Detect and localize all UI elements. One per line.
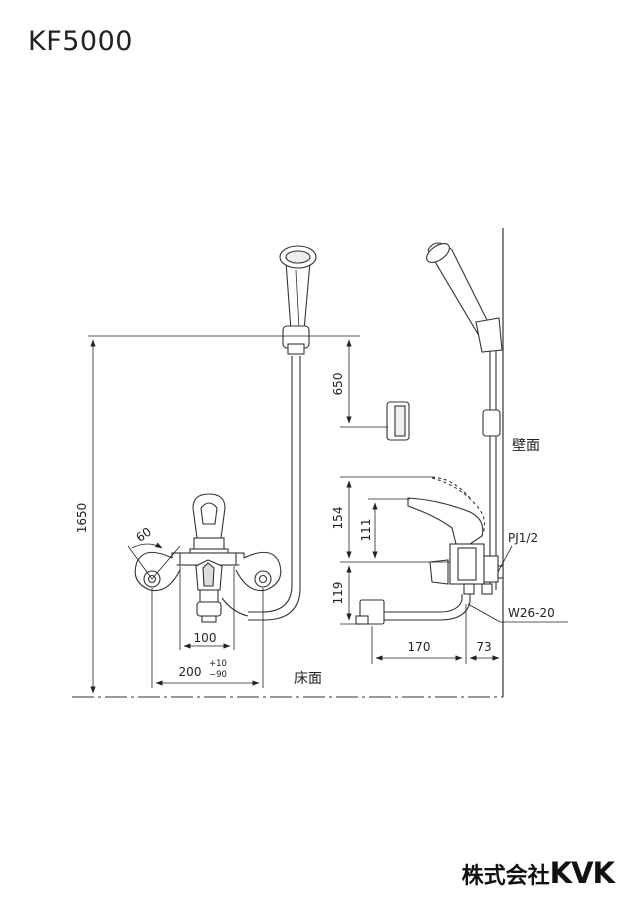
dimension-lines xyxy=(88,335,568,694)
outlet-thread-label: W26-20 xyxy=(508,606,555,620)
wall-label: 壁面 xyxy=(512,438,540,454)
dim-100: 100 xyxy=(194,631,217,645)
dim-119: 119 xyxy=(331,582,345,605)
front-hose xyxy=(248,356,293,613)
dim-650: 650 xyxy=(331,373,345,396)
side-view xyxy=(355,242,504,625)
brand-company: 株式会社 xyxy=(461,864,550,889)
brand-logo: 株式会社KVK xyxy=(461,856,615,890)
side-lever xyxy=(407,477,486,545)
dim-200: 200 xyxy=(179,665,202,679)
front-view xyxy=(134,245,317,623)
dim-1650: 1650 xyxy=(75,503,89,534)
front-diverter xyxy=(195,559,223,623)
w26-leader xyxy=(467,603,501,623)
model-title: KF5000 xyxy=(28,26,133,57)
supply-thread-label: PJ1/2 xyxy=(508,531,538,545)
dim-111: 111 xyxy=(359,519,373,542)
dim-170: 170 xyxy=(408,640,431,654)
side-slide-bar xyxy=(482,330,501,590)
floor-label: 床面 xyxy=(294,671,322,687)
side-hanger xyxy=(386,401,410,441)
front-lever xyxy=(189,493,229,556)
dim-154: 154 xyxy=(331,507,345,530)
front-inlet-nuts xyxy=(143,570,272,588)
side-shower-head xyxy=(426,242,503,353)
front-shower-holder xyxy=(282,325,310,355)
dim-200-tol-minus: −90 xyxy=(209,670,227,680)
pj-leader xyxy=(497,545,513,573)
dim-60-arc xyxy=(131,542,163,549)
brand-mark: KVK xyxy=(549,856,615,890)
side-spout xyxy=(355,594,471,625)
side-body xyxy=(429,543,504,595)
dim-60: 60 xyxy=(133,525,154,545)
dim-200-tol-plus: +10 xyxy=(209,659,227,669)
front-shower-head xyxy=(279,245,317,331)
dim-73: 73 xyxy=(476,640,491,654)
